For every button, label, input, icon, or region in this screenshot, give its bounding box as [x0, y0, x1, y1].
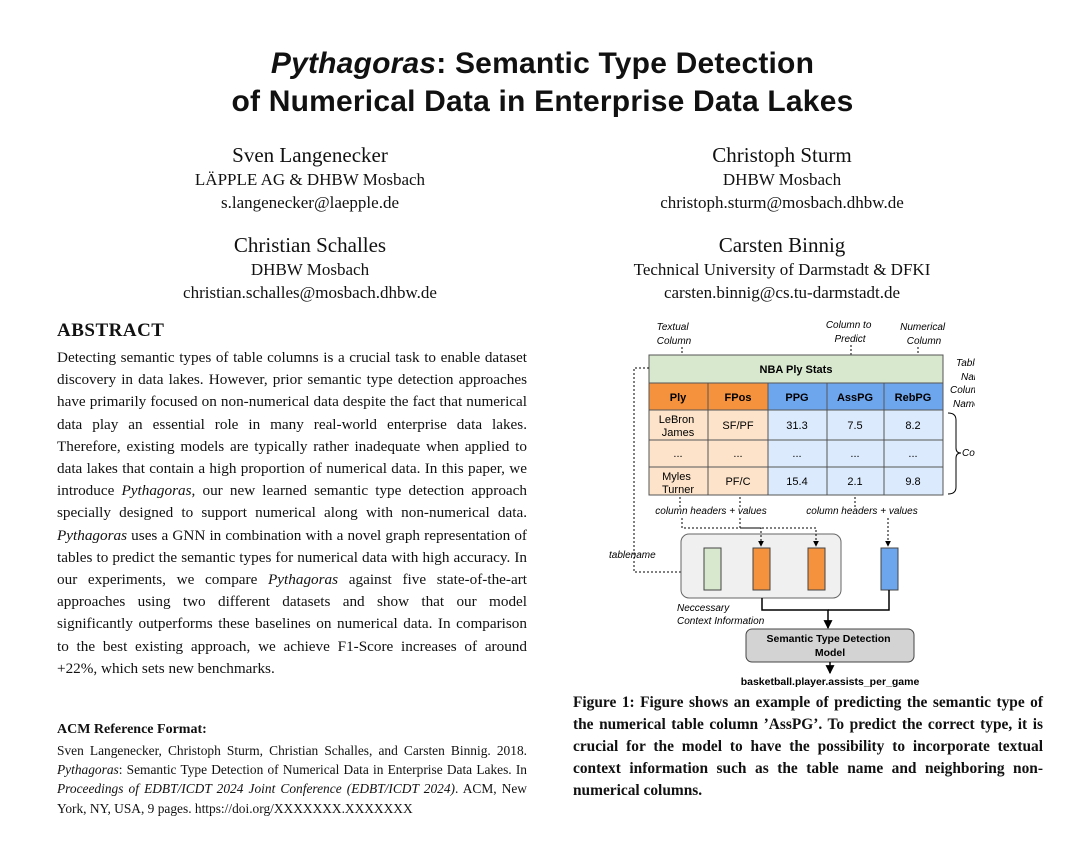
acm-reference-heading: ACM Reference Format:: [57, 722, 207, 737]
title-line1: : Semantic Type Detection: [436, 47, 815, 80]
header-ply: Ply: [670, 392, 687, 404]
author-block-2: Christoph Sturm DHBW Mosbach christoph.s…: [572, 142, 992, 214]
label-col-headers-values-right: column headers + values: [806, 506, 917, 517]
acm-text: . ACM, New York, NY, USA, 9 pages. https…: [57, 781, 527, 816]
cell: ...: [733, 448, 742, 460]
label-col-headers-values-left: column headers + values: [655, 506, 766, 517]
cell: ...: [673, 448, 682, 460]
title-line2: of Numerical Data in Enterprise Data Lak…: [231, 85, 854, 118]
cell: ...: [792, 448, 801, 460]
figure-caption: Figure 1: Figure shows an example of pre…: [573, 694, 1043, 799]
paper-title: Pythagoras: Semantic Type Detection of N…: [0, 45, 1085, 121]
author-name: Carsten Binnig: [718, 233, 846, 257]
author-block-4: Carsten Binnig Technical University of D…: [572, 232, 992, 304]
abstract-emphasis: Pythagoras: [268, 571, 339, 589]
cell: 7.5: [847, 420, 862, 432]
abstract-text: uses a GNN in combination with a novel g…: [57, 526, 527, 589]
author-block-3: Christian Schalles DHBW Mosbach christia…: [100, 232, 520, 304]
header-fpos: FPos: [725, 392, 752, 404]
acm-emphasis: Proceedings of EDBT/ICDT 2024 Joint Conf…: [57, 781, 456, 797]
header-asspg: AssPG: [837, 392, 873, 404]
abstract-heading: ABSTRACT: [57, 320, 165, 341]
author-affiliation: DHBW Mosbach: [250, 260, 370, 279]
header-ppg: PPG: [785, 392, 808, 404]
label-numerical-column: Numerical Column: [900, 322, 948, 347]
cell: 8.2: [905, 420, 920, 432]
predicted-type-output: basketball.player.assists_per_game: [741, 676, 920, 688]
table-title: NBA Ply Stats: [760, 364, 833, 376]
author-name: Sven Langenecker: [232, 143, 388, 167]
cell: ...: [908, 448, 917, 460]
figure-1-diagram: Textual Column Column to Predict Numeric…: [609, 320, 975, 688]
label-content: Content: [962, 448, 975, 459]
author-affiliation: DHBW Mosbach: [722, 170, 842, 189]
abstract-emphasis: Pythagoras: [57, 526, 128, 544]
cell: ...: [850, 448, 859, 460]
table-content: LeBron James SF/PF 31.3 7.5 8.2 ... ... …: [648, 409, 944, 496]
cell: 9.8: [905, 476, 920, 488]
author-affiliation: LÄPPLE AG & DHBW Mosbach: [194, 170, 426, 189]
acm-reference-body: Sven Langenecker, Christoph Sturm, Chris…: [57, 741, 527, 818]
author-name: Christoph Sturm: [712, 143, 852, 167]
author-email: christian.schalles@mosbach.dhbw.de: [183, 283, 437, 302]
author-name: Christian Schalles: [233, 233, 387, 257]
model-box-label: Semantic Type Detection Model: [766, 633, 893, 659]
title-italic: Pythagoras: [270, 47, 437, 80]
abstract-text: Detecting semantic types of table column…: [57, 349, 527, 500]
cell: SF/PF: [722, 420, 753, 432]
acm-text: Sven Langenecker, Christoph Sturm, Chris…: [57, 743, 527, 758]
abstract-text: against five state-of-the-art approaches…: [57, 571, 527, 677]
cell: 2.1: [847, 476, 862, 488]
author-email: christoph.sturm@mosbach.dhbw.de: [660, 193, 904, 212]
abstract-text: , our new learned semantic type detectio…: [57, 482, 527, 522]
abstract-body: Detecting semantic types of table column…: [57, 347, 527, 680]
label-table-name: Table Name: [956, 358, 975, 383]
label-column-names: Column Names: [950, 385, 975, 410]
abstract-emphasis: Pythagoras: [121, 482, 192, 500]
cell: Myles Turner: [662, 471, 694, 496]
header-rebpg: RebPG: [895, 392, 932, 404]
author-email: carsten.binnig@cs.tu-darmstadt.de: [663, 283, 901, 302]
cell: PF/C: [725, 476, 750, 488]
label-necessary-context: Neccessary Context Information: [677, 603, 765, 627]
acm-emphasis: Pythagoras: [57, 762, 119, 778]
label-textual-column: Textual Column: [657, 322, 692, 347]
label-tablename: tablename: [609, 550, 656, 561]
author-block-1: Sven Langenecker LÄPPLE AG & DHBW Mosbac…: [100, 142, 520, 214]
acm-text: : Semantic Type Detection of Numerical D…: [118, 762, 527, 778]
cell: LeBron James: [659, 414, 698, 439]
label-column-to-predict: Column to Predict: [826, 320, 874, 345]
author-email: s.langenecker@laepple.de: [220, 193, 399, 212]
cell: 15.4: [786, 476, 807, 488]
cell: 31.3: [786, 420, 807, 432]
author-affiliation: Technical University of Darmstadt & DFKI: [633, 260, 931, 279]
